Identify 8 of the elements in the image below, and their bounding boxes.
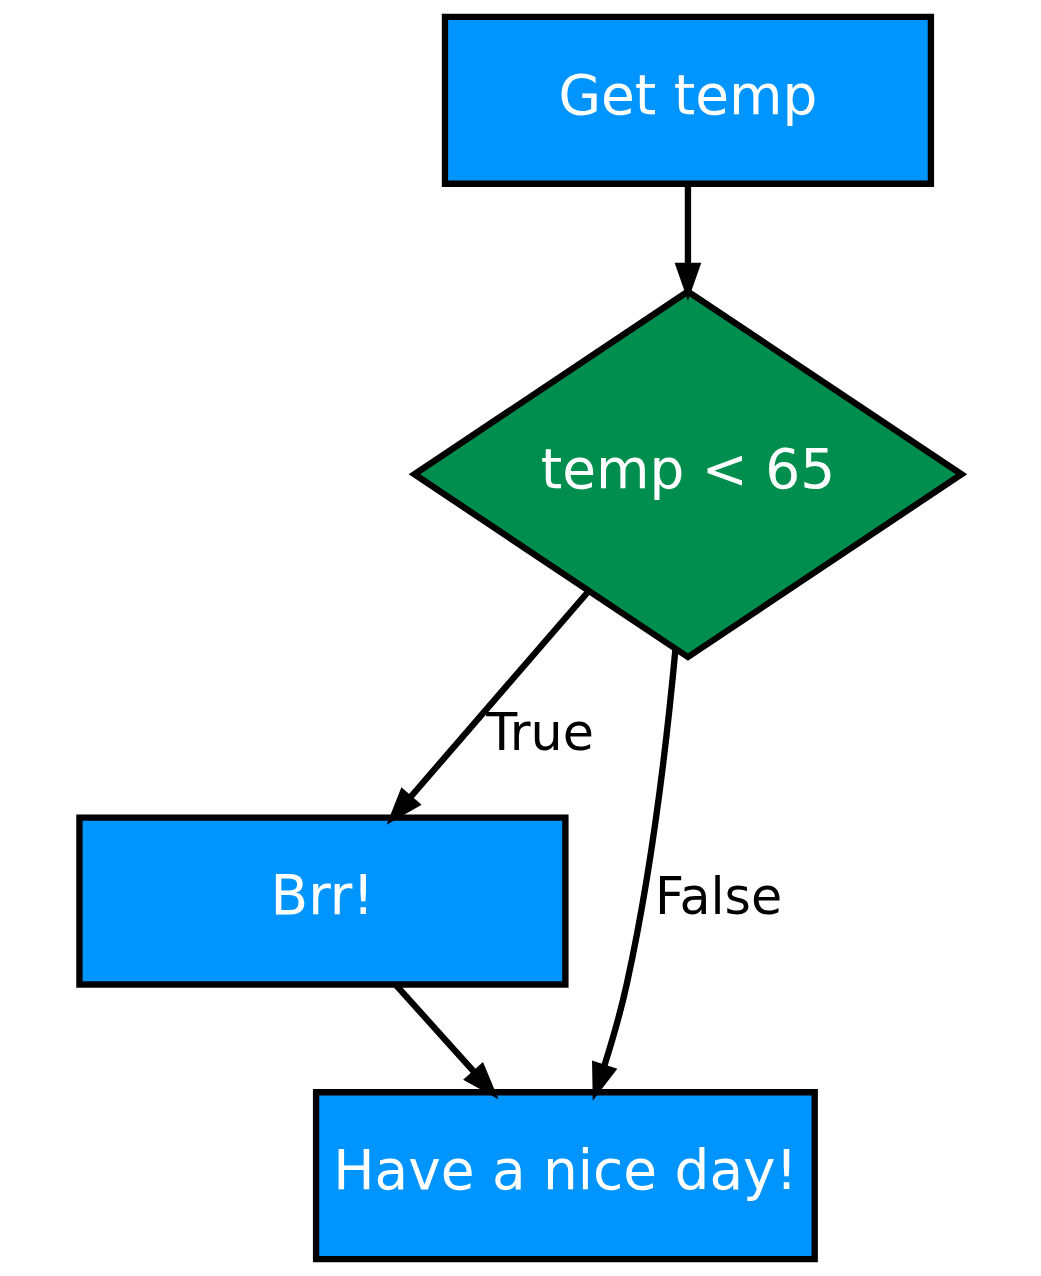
- arrow: [674, 184, 702, 301]
- arrow: [592, 648, 679, 1101]
- edge-label: False: [654, 867, 783, 927]
- edge-label: True: [486, 703, 594, 763]
- node-box: Have a nice day!: [312, 1089, 818, 1263]
- arrow: [386, 589, 591, 825]
- node-box: Brr!: [76, 814, 569, 988]
- node-box: Get temp: [441, 13, 935, 187]
